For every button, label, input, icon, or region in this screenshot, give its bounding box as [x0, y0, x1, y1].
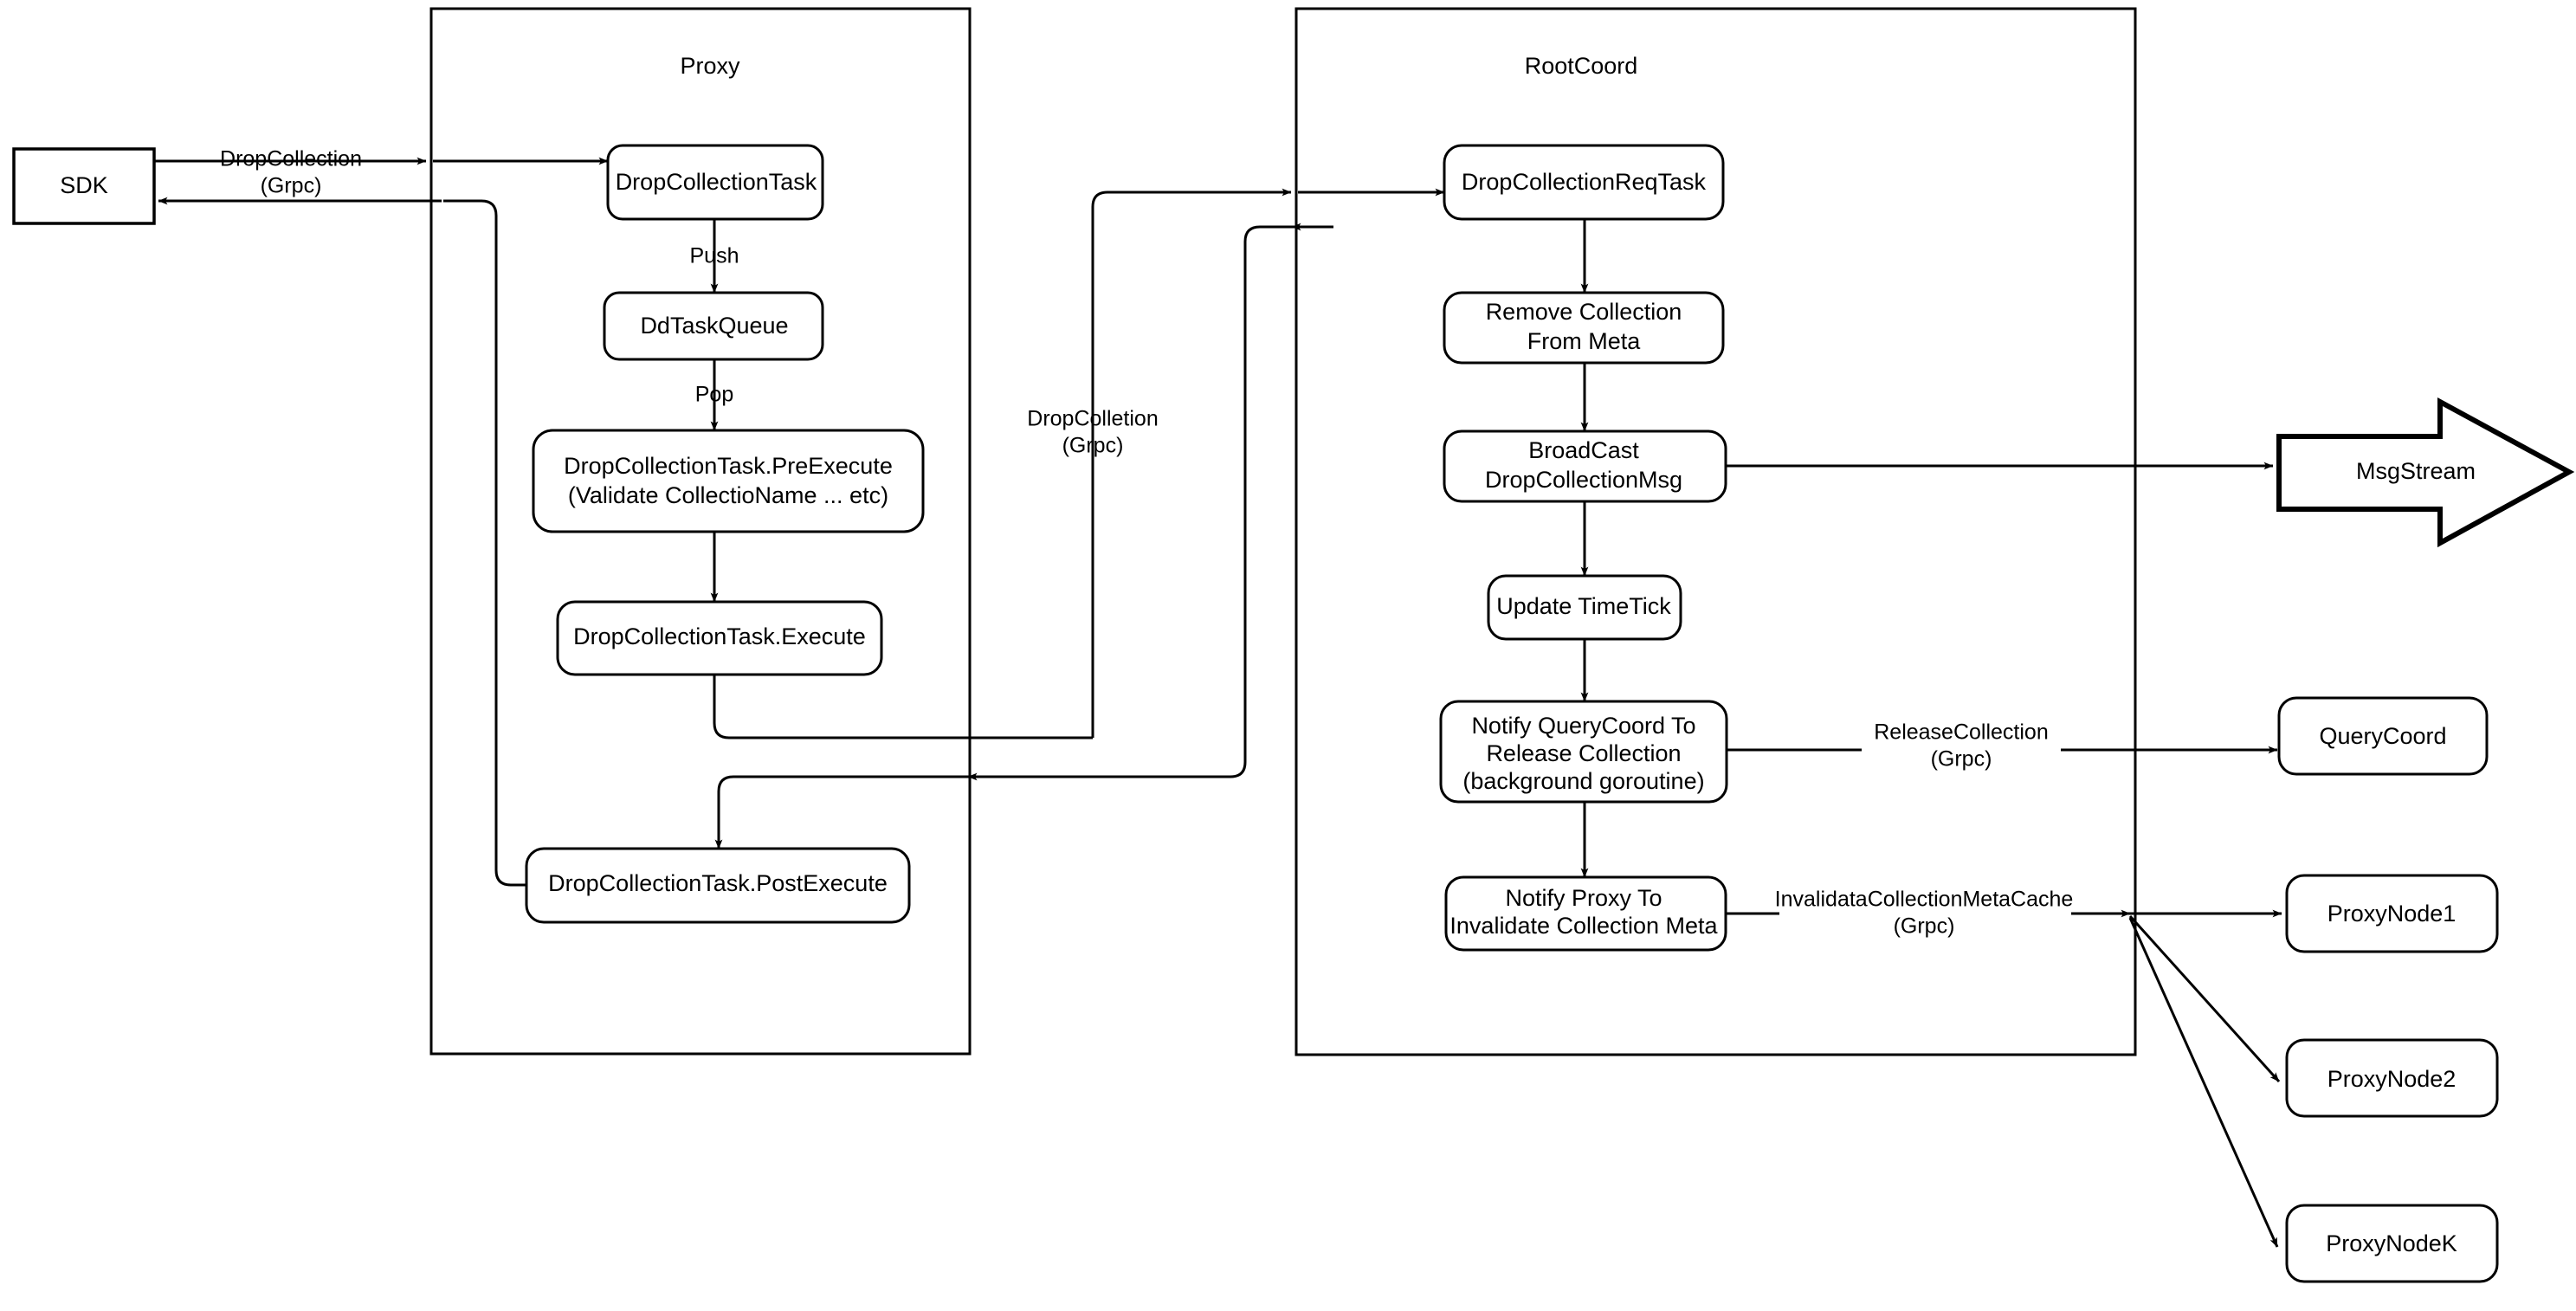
node-proxynode2-label: ProxyNode2: [2327, 1066, 2457, 1092]
edge-label-invalidate-cache-line2: (Grpc): [1894, 914, 1955, 939]
node-post-execute-label: DropCollectionTask.PostExecute: [548, 870, 888, 896]
node-broadcast-drop-collection-msg[interactable]: [1443, 429, 1727, 503]
node-dd-task-queue-label: DdTaskQueue: [640, 313, 788, 339]
node-drop-collection-req-task[interactable]: [1443, 144, 1725, 221]
container-proxy-label: Proxy: [680, 53, 740, 79]
container-rootcoord: [1294, 7, 2137, 1056]
node-execute[interactable]: [556, 600, 883, 676]
node-querycoord-label: QueryCoord: [2319, 723, 2446, 749]
edge-rootcoord-to-postexecute: [714, 225, 1296, 849]
node-proxynodek-label: ProxyNodeK: [2326, 1230, 2457, 1256]
node-update-timetick-label: Update TimeTick: [1496, 593, 1671, 619]
edge-execute-to-rootcoord: [1091, 188, 1292, 738]
node-msgstream-label: MsgStream: [2356, 458, 2476, 484]
node-msgstream[interactable]: [2276, 397, 2575, 548]
node-pre-execute-label-line1: DropCollectionTask.PreExecute: [564, 453, 893, 479]
node-dd-task-queue[interactable]: [603, 291, 824, 361]
node-broadcast-label-line2: DropCollectionMsg: [1485, 467, 1682, 493]
node-post-execute[interactable]: [525, 847, 911, 924]
node-update-timetick[interactable]: [1487, 574, 1682, 641]
node-drop-collection-req-task-label: DropCollectionReqTask: [1462, 169, 1707, 195]
node-proxynode1[interactable]: [2285, 874, 2499, 953]
node-broadcast-label-line1: BroadCast: [1528, 437, 1639, 463]
node-pre-execute[interactable]: [532, 429, 925, 533]
container-proxy: [429, 7, 972, 1056]
node-drop-collection-task-label: DropCollectionTask: [616, 169, 817, 195]
node-notify-proxy[interactable]: [1444, 875, 1727, 952]
edge-label-release-collection-line1: ReleaseCollection: [1874, 720, 2049, 745]
edge-label-pop: Pop: [695, 383, 733, 407]
node-proxynode2[interactable]: [2285, 1038, 2499, 1118]
edge-label-proxy-rootcoord-line2: (Grpc): [1062, 434, 1124, 458]
node-proxynode1-label: ProxyNode1: [2327, 901, 2457, 927]
container-rootcoord-label: RootCoord: [1525, 53, 1638, 79]
node-remove-collection-label-line2: From Meta: [1527, 328, 1642, 354]
node-remove-collection-from-meta[interactable]: [1443, 291, 1725, 365]
node-proxynodek[interactable]: [2285, 1204, 2499, 1283]
node-remove-collection-label-line1: Remove Collection: [1486, 299, 1682, 325]
node-execute-label: DropCollectionTask.Execute: [573, 623, 866, 649]
edge-junction-to-proxynodek: [2128, 917, 2279, 1248]
edge-junction-to-proxynode2: [2128, 914, 2281, 1083]
node-notify-proxy-label-line1: Notify Proxy To: [1505, 885, 1662, 911]
edge-label-invalidate-cache-line1: InvalidataCollectionMetaCache: [1775, 888, 2074, 912]
edge-label-push: Push: [690, 244, 739, 268]
node-notify-proxy-label-line2: Invalidate Collection Meta: [1449, 913, 1718, 939]
node-pre-execute-label-line2: (Validate CollectioName ... etc): [568, 482, 888, 508]
node-notify-querycoord[interactable]: [1439, 700, 1728, 804]
node-sdk-label: SDK: [60, 172, 108, 198]
node-querycoord[interactable]: [2277, 696, 2489, 776]
node-notify-querycoord-label-line1: Notify QueryCoord To: [1471, 713, 1695, 739]
edge-label-release-collection-line2: (Grpc): [1931, 747, 1992, 772]
edge-postexecute-to-sdk: [443, 199, 526, 887]
node-sdk[interactable]: [12, 147, 156, 225]
node-notify-querycoord-label-line2: Release Collection: [1486, 740, 1681, 766]
edge-label-sdk-grpc-line2: (Grpc): [261, 174, 322, 198]
node-notify-querycoord-label-line3: (background goroutine): [1462, 768, 1704, 794]
edge-label-proxy-rootcoord-line1: DropColletion: [1027, 407, 1158, 431]
node-drop-collection-task[interactable]: [606, 144, 824, 221]
edge-execute-out: [713, 675, 1093, 739]
edge-label-sdk-grpc-line1: DropCollection: [220, 147, 362, 171]
